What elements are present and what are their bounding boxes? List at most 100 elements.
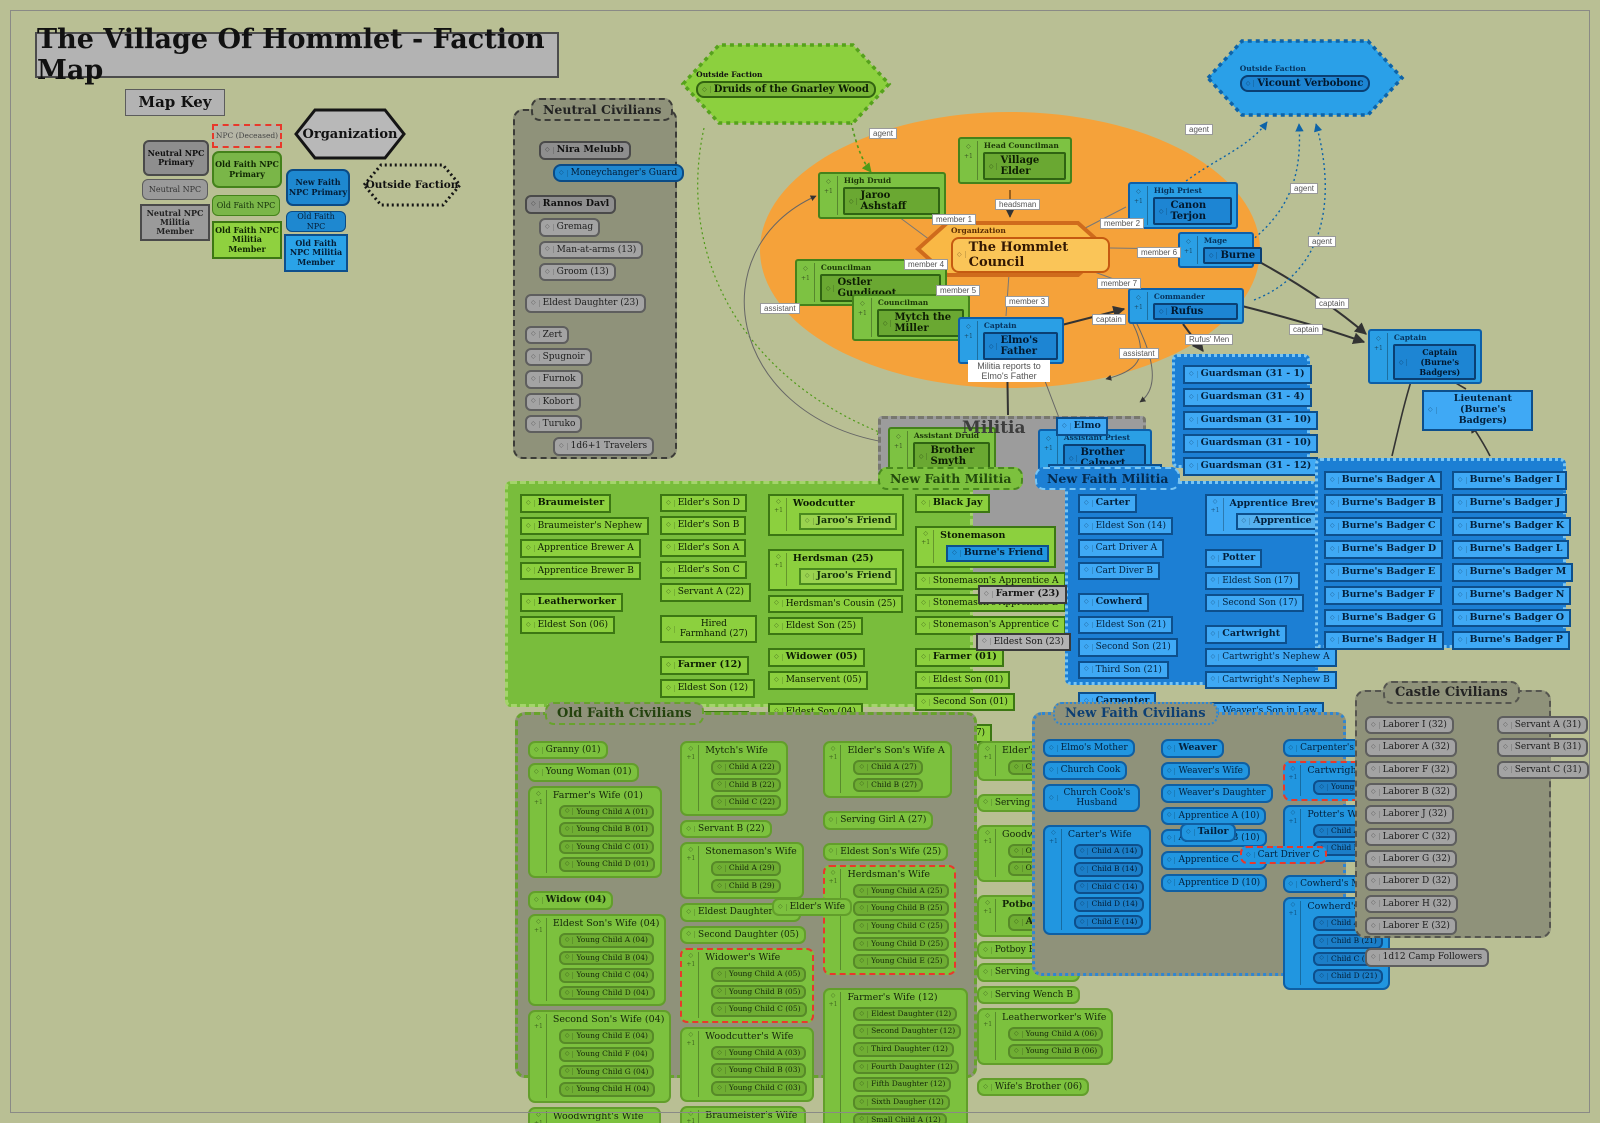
npc-node[interactable]: ◇Apprentice A (10) <box>1160 806 1267 825</box>
npc-node[interactable]: ◇Child A (22) <box>711 759 781 775</box>
npc-node[interactable]: ◇Moneychanger's Guard <box>553 163 685 183</box>
npc-node[interactable]: ◇Second Son (01) <box>915 693 1015 712</box>
npc-node[interactable]: ◇Young Woman (01) <box>528 763 639 782</box>
expand-toggle[interactable]: ◇+1 <box>684 745 700 811</box>
expand-toggle[interactable]: ◇+1 <box>827 868 842 970</box>
npc-node[interactable]: ◇Young Child H (04) <box>558 1082 656 1097</box>
npc-node[interactable]: ◇Nira Melubb <box>539 141 631 160</box>
npc-node[interactable]: ◇Second Daughter (12) <box>853 1024 962 1040</box>
npc-node[interactable]: ◇Fifth Daughter (12) <box>853 1077 952 1092</box>
npc-node[interactable]: ◇Granny (01) <box>528 741 608 760</box>
npc-node[interactable]: ◇Child C (14) <box>1073 879 1144 895</box>
npc-node[interactable]: ◇Guardsman (31 - 4) <box>1183 387 1312 407</box>
npc-node[interactable]: ◇Eldest Daughter (05) <box>680 903 802 922</box>
npc-node[interactable]: ◇Burne's Badger L <box>1451 539 1570 559</box>
npc-node[interactable]: ◇Cart Diver B <box>1078 561 1160 580</box>
npc-node[interactable]: ◇Man-at-arms (13) <box>539 240 644 259</box>
npc-node[interactable]: ◇Young Child C (05) <box>711 1002 807 1017</box>
npc-node[interactable]: ◇Young Child B (06) <box>1008 1044 1104 1060</box>
npc-node[interactable]: ◇Gremag <box>539 218 601 237</box>
npc-node[interactable]: ◇Young Child C (25) <box>853 919 949 934</box>
npc-node[interactable]: ◇Carter <box>1078 494 1137 513</box>
npc-node[interactable]: ◇Young Child G (04) <box>558 1064 655 1080</box>
expand-toggle[interactable]: ◇+1 <box>532 1014 547 1098</box>
expand-toggle[interactable]: ◇+1 <box>684 1109 700 1123</box>
npc-node[interactable]: ◇Cart Driver A <box>1078 539 1165 558</box>
npc-node[interactable]: ◇Eldest Son (17) <box>1204 571 1300 591</box>
npc-node[interactable]: ◇Braumeister's Nephew <box>520 516 650 536</box>
node-captain-burnes-badgers[interactable]: ◇+1 Captain ◇Captain (Burne's Badgers) <box>1368 329 1482 384</box>
npc-node[interactable]: ◇Servant B (31) <box>1497 738 1589 757</box>
npc-node[interactable]: ◇Herdsman's Cousin (25) <box>768 594 903 614</box>
npc-node[interactable]: ◇Zert <box>525 325 570 344</box>
expand-toggle[interactable]: ◇+1 <box>1042 433 1058 472</box>
npc-node[interactable]: ◇Burne's Badger C <box>1324 516 1443 536</box>
expand-toggle[interactable]: ◇+1 <box>1287 765 1302 796</box>
npc-node[interactable]: ◇Elder's Son D <box>660 494 747 513</box>
npc-node[interactable]: ◇Wife's Brother (06) <box>977 1078 1090 1097</box>
npc-node[interactable]: ◇Child B (14) <box>1073 861 1144 877</box>
npc-node[interactable]: ◇Young Child D (25) <box>853 936 950 952</box>
expand-toggle[interactable]: ◇+1 <box>799 263 815 302</box>
npc-node[interactable]: ◇Laborer D (32) <box>1365 872 1458 891</box>
npc-node[interactable]: ◇1d6+1 Travelers <box>553 437 655 456</box>
npc-node[interactable]: ◇Servant B (22) <box>680 819 772 839</box>
expand-toggle[interactable]: ◇+1 <box>1372 333 1388 380</box>
npc-node[interactable]: ◇Child B (22) <box>711 777 781 793</box>
npc-node[interactable]: ◇Black Jay <box>915 494 990 513</box>
expand-toggle[interactable]: ◇+1 <box>856 298 872 337</box>
npc-node[interactable]: ◇Eldest Daughter (12) <box>853 1006 958 1022</box>
npc-node[interactable]: ◇Weaver's Daughter <box>1160 784 1273 803</box>
npc-node[interactable]: ◇Guardsman (31 - 12) <box>1183 456 1319 476</box>
npc-node[interactable]: ◇Laborer J (32) <box>1365 805 1454 824</box>
node-elmo[interactable]: ◇Elmo <box>1056 416 1108 436</box>
npc-node[interactable]: ◇Child C (22) <box>711 795 781 810</box>
npc-node[interactable]: ◇Weaver's Wife <box>1160 761 1250 781</box>
npc-node[interactable]: ◇Burne's Badger E <box>1324 562 1443 582</box>
expand-toggle[interactable]: ◇+1 <box>772 552 787 586</box>
npc-node[interactable]: ◇Elmo's Mother <box>1043 739 1135 758</box>
npc-node[interactable]: ◇Burne's Badger K <box>1451 516 1572 536</box>
npc-node[interactable]: ◇Young Child D (01) <box>558 857 655 873</box>
npc-node[interactable]: ◇Young Child A (04) <box>558 932 654 948</box>
npc-node[interactable]: ◇Third Son (21) <box>1078 660 1169 679</box>
npc-node[interactable]: ◇Burne's Badger M <box>1451 562 1574 582</box>
npc-node[interactable]: ◇Widow (04) <box>528 891 614 911</box>
npc-node[interactable]: ◇Child D (14) <box>1073 897 1144 912</box>
expand-toggle[interactable]: ◇+1 <box>684 952 700 1018</box>
node-farmer-23[interactable]: ◇Farmer (23) <box>978 584 1067 604</box>
expand-toggle[interactable]: ◇+1 <box>1209 498 1224 531</box>
npc-node[interactable]: ◇Weaver <box>1160 739 1225 758</box>
npc-node[interactable]: ◇Burne's Badger H <box>1324 631 1444 651</box>
node-canon-terjon[interactable]: ◇+1 High Priest ◇Canon Terjon <box>1128 182 1238 229</box>
npc-node[interactable]: ◇Young Child C (01) <box>558 839 655 855</box>
expand-toggle[interactable]: ◇+1 <box>822 176 838 215</box>
npc-node[interactable]: ◇Sixth Daugher (12) <box>853 1094 950 1110</box>
npc-node[interactable]: ◇Eldest Son (14) <box>1078 516 1173 536</box>
expand-toggle[interactable]: ◇+1 <box>981 899 997 932</box>
npc-node[interactable]: ◇+1Woodwright's Wife◇Young Child A (16)◇… <box>528 1106 661 1123</box>
npc-node[interactable]: ◇Groom (13) <box>539 262 616 282</box>
npc-node[interactable]: ◇Leatherworker <box>520 592 623 612</box>
expand-toggle[interactable]: ◇+1 <box>827 991 842 1123</box>
npc-node[interactable]: ◇Hired Farmhand (27) <box>660 614 758 644</box>
npc-node[interactable]: ◇Young Child E (25) <box>853 954 949 969</box>
npc-node[interactable]: ◇Young Child D (04) <box>558 985 655 1001</box>
npc-node[interactable]: ◇Young Child A (03) <box>711 1045 807 1061</box>
npc-node[interactable]: ◇Child A (27) <box>853 759 923 775</box>
npc-node[interactable]: ◇Eldest Son (12) <box>660 679 756 698</box>
npc-node[interactable]: ◇Laborer C (32) <box>1365 827 1458 847</box>
npc-node[interactable]: ◇Serving Wench B <box>977 985 1080 1004</box>
npc-node[interactable]: ◇Elder's Son C <box>660 561 747 580</box>
expand-toggle[interactable]: ◇+1 <box>1047 829 1062 931</box>
expand-toggle[interactable]: ◇+1 <box>827 745 842 794</box>
